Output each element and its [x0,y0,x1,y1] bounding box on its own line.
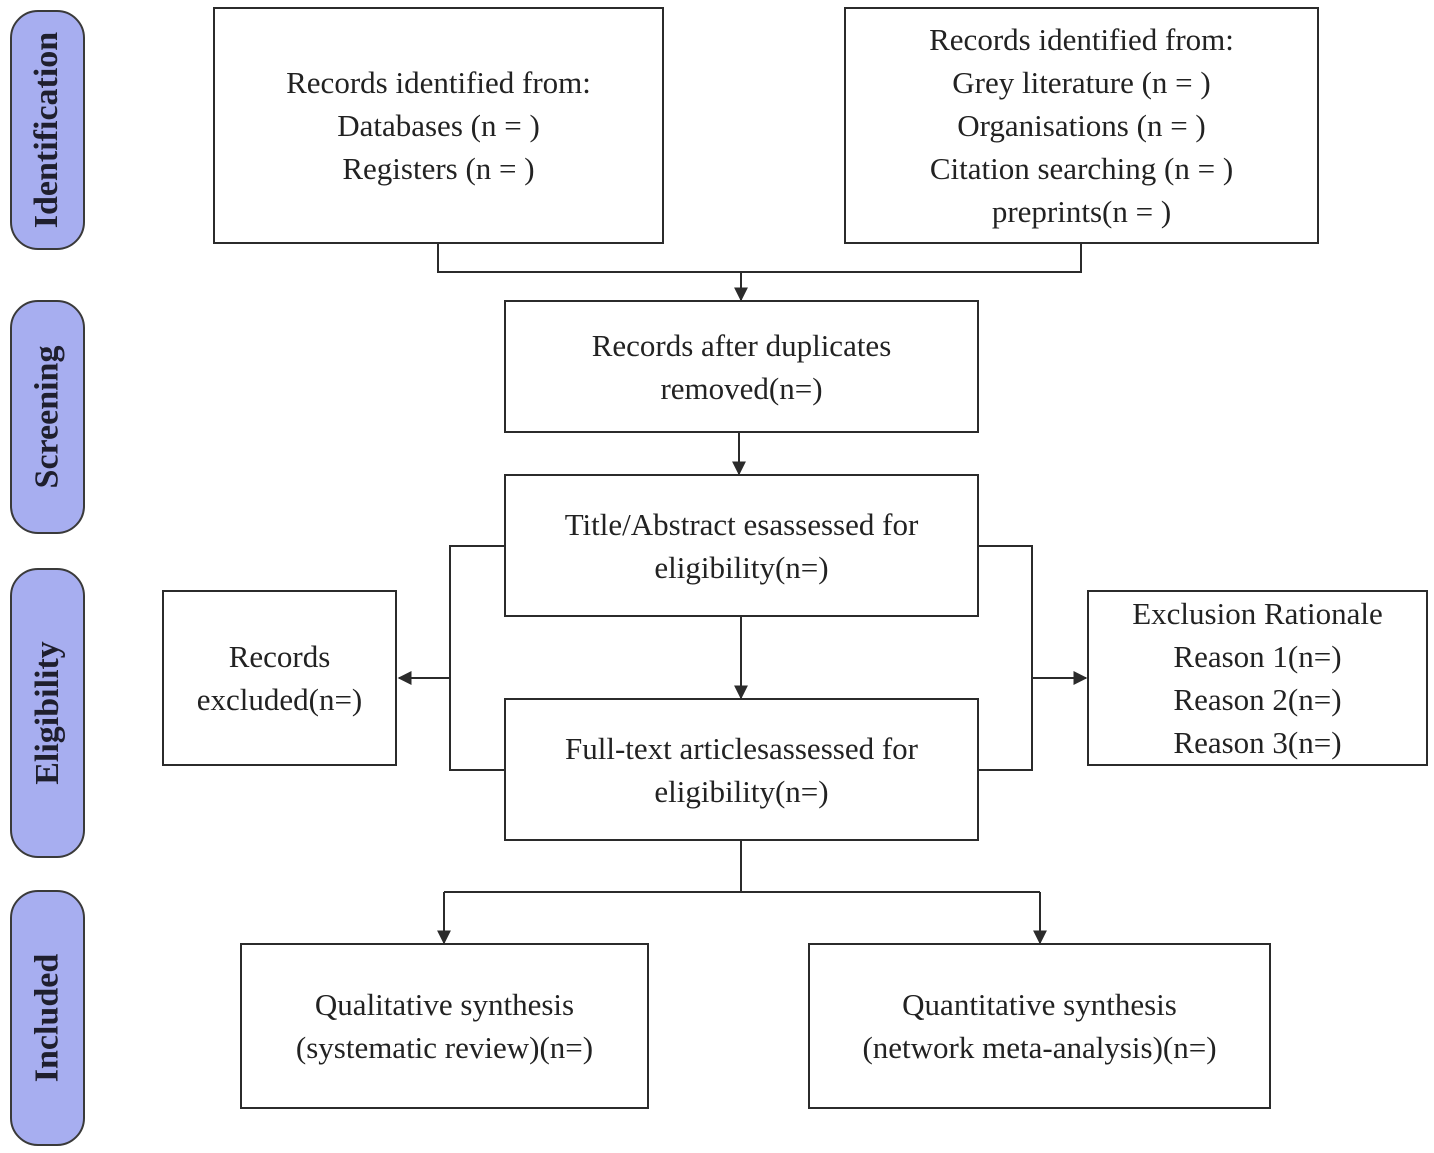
box-line: Organisations (n = ) [957,108,1206,143]
box-line: Full-text articlesassessed for [565,730,918,766]
box-line: excluded(n=) [196,682,363,717]
box-line: Reason 3(n=) [1173,725,1342,760]
box-line: Quantitative synthesis [902,987,1177,1022]
phase-identification-label: Identification [28,31,66,229]
left-bracket [449,545,504,771]
full-text-box: Full-text articlesassessed for eligibili… [504,698,979,841]
box-line: Databases (n = ) [337,108,540,143]
other-sources-box: Records identified from: Grey literature… [844,7,1319,244]
phase-included: Included [10,890,85,1146]
box-line: Qualitative synthesis [314,987,575,1022]
exclusion-rationale-box: Exclusion Rationale Reason 1(n=) Reason … [1087,590,1428,766]
box-line: (systematic review)(n=) [295,1030,594,1065]
box-line: eligibility(n=) [654,549,829,585]
duplicates-removed-box: Records after duplicates removed(n=) [504,300,979,433]
box-line: removed(n=) [660,370,823,406]
box-line: Registers (n = ) [342,151,535,186]
box-line: Grey literature (n = ) [952,65,1211,100]
box-line: Citation searching (n = ) [929,151,1234,186]
title-abstract-box: Title/Abstract esassessed for eligibilit… [504,474,979,617]
box-line: Records identified from: [929,22,1234,57]
phase-identification: Identification [10,10,85,250]
phase-screening: Screening [10,300,85,534]
box-line: Records after duplicates [591,327,892,363]
databases-box: Records identified from: Databases (n = … [213,7,664,244]
box-line: Title/Abstract esassessed for [564,506,919,542]
phase-included-label: Included [28,953,66,1083]
box-line: Records identified from: [286,65,591,100]
box-line: eligibility(n=) [654,773,829,809]
phase-screening-label: Screening [28,345,66,489]
merge-connector [437,244,1082,273]
box-line: Reason 2(n=) [1173,682,1342,717]
phase-eligibility-label: Eligibility [28,641,66,785]
box-line: Records [228,639,331,674]
right-bracket [978,545,1033,771]
phase-eligibility: Eligibility [10,568,85,858]
box-line: Exclusion Rationale [1132,596,1383,631]
box-line: (network meta-analysis)(n=) [862,1030,1217,1065]
records-excluded-box: Records excluded(n=) [162,590,397,766]
box-line: preprints(n = ) [991,194,1172,229]
qualitative-synthesis-box: Qualitative synthesis (systematic review… [240,943,649,1109]
box-line: Reason 1(n=) [1173,639,1342,674]
quantitative-synthesis-box: Quantitative synthesis (network meta-ana… [808,943,1271,1109]
